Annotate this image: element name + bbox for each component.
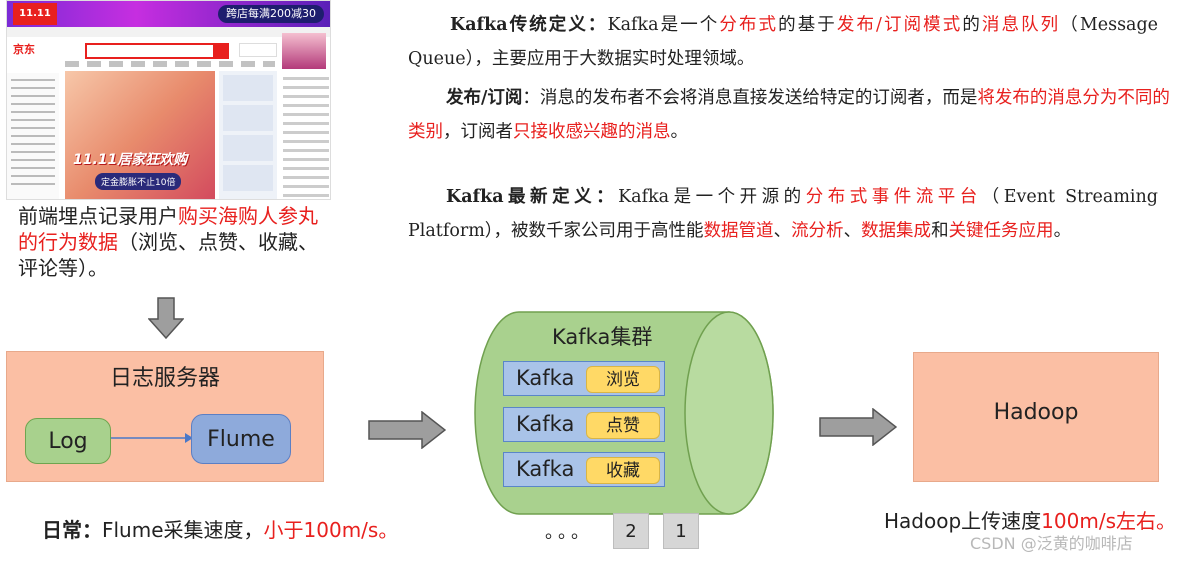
hadoop-box: Hadoop bbox=[913, 352, 1159, 482]
watermark: CSDN @泛黄的咖啡店 bbox=[970, 534, 1133, 553]
promo-column bbox=[219, 71, 277, 199]
tracking-caption: 前端埋点记录用户购买海购人参丸的行为数据（浏览、点赞、收藏、评论等）。 bbox=[18, 204, 318, 280]
hero-badge: 定金膨胀不止10倍 bbox=[95, 173, 182, 190]
broker-label: Kafka bbox=[516, 366, 575, 390]
kafka-cluster-title: Kafka集群 bbox=[552, 325, 653, 349]
search-input bbox=[85, 43, 229, 59]
promo-banner: 11.11 跨店每满200减30 bbox=[7, 1, 330, 27]
banner-promo-text: 跨店每满200减30 bbox=[218, 5, 324, 23]
news-column bbox=[281, 71, 330, 199]
right-arrow-icon bbox=[368, 411, 446, 449]
site-logo: 京东 bbox=[13, 43, 35, 56]
partition-box-2: 2 bbox=[613, 513, 649, 549]
category-sidebar bbox=[7, 73, 59, 199]
traditional-definition: Kafka传统定义：Kafka是一个分布式的基于发布/订阅模式的消息队列（Mes… bbox=[408, 15, 1159, 69]
flume-speed-note: 日常：Flume采集速度，小于100m/s。 bbox=[42, 518, 399, 542]
kafka-broker-row: Kafka 收藏 bbox=[503, 452, 665, 487]
down-arrow-icon bbox=[148, 297, 184, 339]
broker-label: Kafka bbox=[516, 412, 575, 436]
kafka-broker-row: Kafka 点赞 bbox=[503, 407, 665, 442]
category-nav bbox=[65, 61, 275, 67]
kafka-cluster: Kafka集群 Kafka 浏览 Kafka 点赞 Kafka 收藏 bbox=[474, 311, 774, 515]
flume-node: Flume bbox=[191, 414, 291, 464]
log-server-title: 日志服务器 bbox=[109, 366, 220, 391]
topic-tag: 收藏 bbox=[586, 457, 660, 484]
log-to-flume-arrow-icon bbox=[111, 433, 193, 443]
top-bar bbox=[7, 27, 330, 37]
ad-image bbox=[282, 33, 326, 69]
partition-box-1: 1 bbox=[663, 513, 699, 549]
cart-button bbox=[239, 43, 277, 57]
search-icon bbox=[213, 43, 229, 59]
hero-title: 11.11居家狂欢购 bbox=[73, 152, 188, 168]
jd-screenshot-image: 11.11 跨店每满200减30 京东 11.11居家狂欢购 定金膨胀不止10倍 bbox=[6, 0, 331, 200]
ellipsis: 。。。 bbox=[545, 522, 593, 543]
right-arrow-icon-2 bbox=[819, 408, 897, 446]
latest-definition: Kafka最新定义：Kafka是一个开源的分布式事件流平台（Event Stre… bbox=[408, 187, 1159, 241]
log-server-box: 日志服务器 Log Flume bbox=[6, 351, 324, 482]
pubsub-definition: 发布/订阅：消息的发布者不会将消息直接发送给特定的订阅者，而是将发布的消息分为不… bbox=[408, 88, 1170, 142]
log-node: Log bbox=[25, 418, 111, 464]
topic-tag: 点赞 bbox=[586, 412, 660, 439]
topic-tag: 浏览 bbox=[586, 366, 660, 393]
kafka-broker-row: Kafka 浏览 bbox=[503, 361, 665, 396]
hadoop-speed-note: Hadoop上传速度100m/s左右。 bbox=[884, 509, 1176, 533]
hadoop-label: Hadoop bbox=[993, 399, 1079, 425]
banner-logo: 11.11 bbox=[13, 3, 57, 25]
hero-banner: 11.11居家狂欢购 定金膨胀不止10倍 bbox=[65, 71, 215, 199]
broker-label: Kafka bbox=[516, 457, 575, 481]
